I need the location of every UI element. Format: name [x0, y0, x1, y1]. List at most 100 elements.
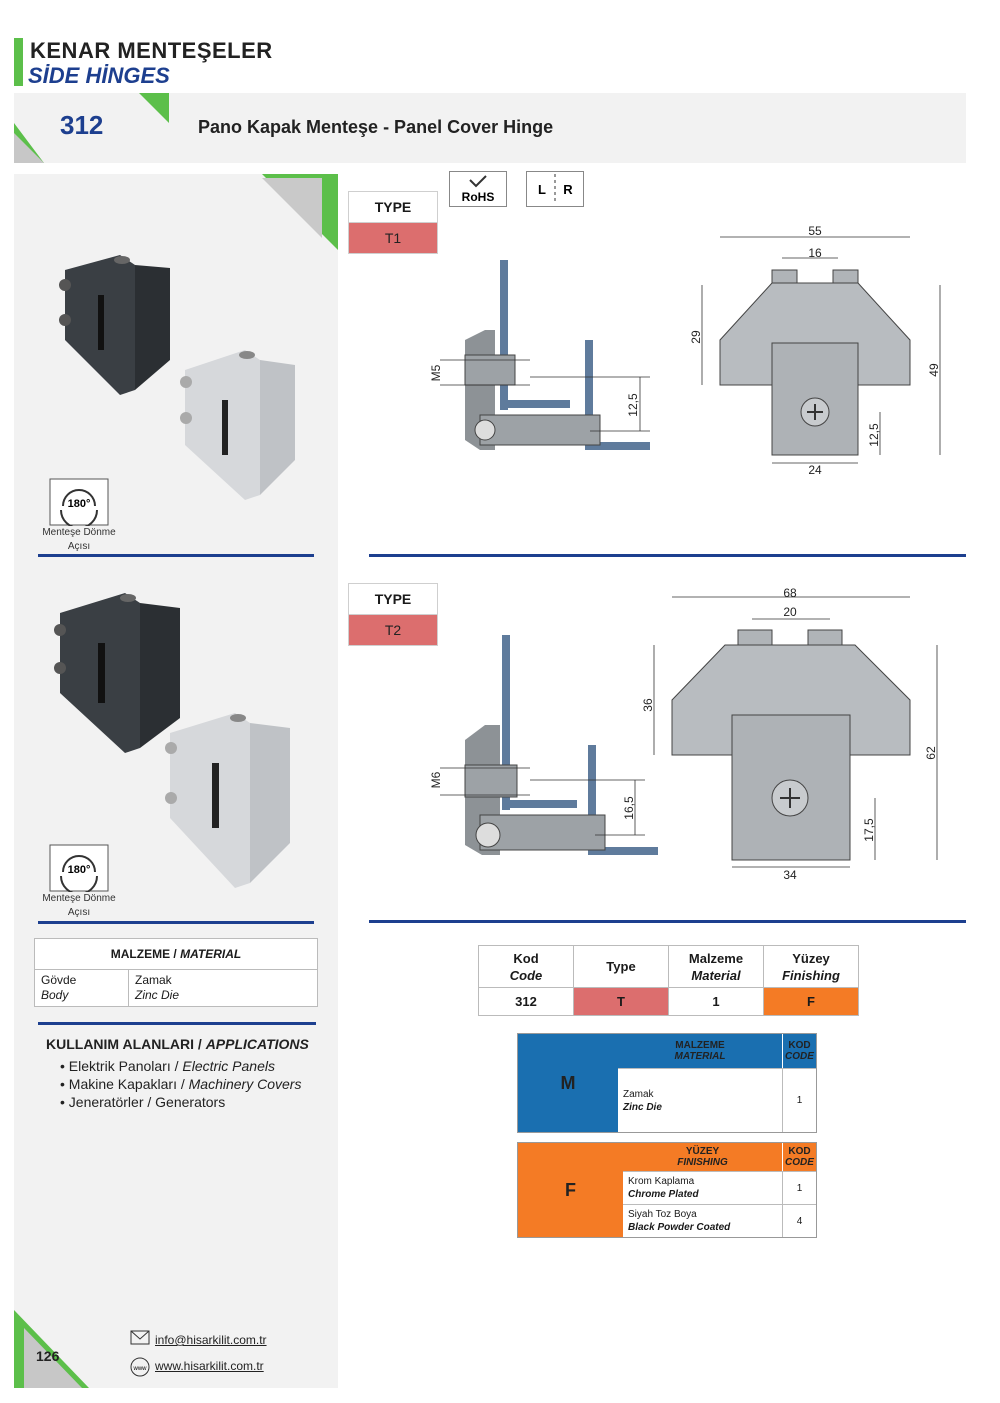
svg-text:55: 55: [808, 225, 822, 238]
svg-text:RoHS: RoHS: [462, 190, 495, 204]
material-code-letter: M: [518, 1034, 618, 1132]
rotation-caption-line1: Menteşe Dönme: [42, 893, 116, 904]
material-code-value: 1: [668, 987, 764, 1016]
applications-list: • Elektrik Panoları / Electric Panels • …: [60, 1057, 301, 1111]
web-icon: www: [130, 1357, 150, 1377]
hinge-image-t1: [59, 255, 295, 500]
type-code-value: T: [573, 987, 669, 1016]
code-value: 312: [478, 987, 574, 1016]
rotation-caption-1: Menteşe Dönme Açısı: [34, 526, 124, 554]
svg-text:L: L: [538, 182, 546, 197]
type-value: T2: [349, 615, 437, 645]
divider-right-1: [369, 554, 966, 557]
svg-text:www: www: [133, 1366, 148, 1372]
product-code: 312: [60, 110, 104, 140]
applications-title-sep: /: [194, 1036, 206, 1052]
finishing-code-value: F: [763, 987, 859, 1016]
material-row-label: Gövde Body: [35, 970, 129, 1006]
application-item: • Makine Kapakları / Machinery Covers: [60, 1076, 302, 1092]
material-value-en: Zinc Die: [135, 988, 180, 1002]
hinge-image-t2: [54, 593, 290, 888]
material-title-sep: /: [170, 947, 181, 961]
svg-text:36: 36: [641, 698, 655, 712]
side-drawing-t2: M6 16,5: [429, 635, 658, 855]
material-table-header: MALZEME / MATERIAL: [35, 939, 317, 970]
divider-left-1: [38, 554, 314, 557]
applications-title-tr: KULLANIM ALANLARI: [46, 1036, 195, 1052]
footer-corner-decoration: [14, 1310, 89, 1388]
divider-left-2: [38, 921, 314, 924]
material-value-tr: Zamak: [135, 973, 172, 987]
material-row-value: Zamak Zinc Die: [129, 970, 317, 1006]
side-drawing-t1: M5 12,5: [429, 260, 650, 450]
section-title-tr: KENAR MENTEŞELER: [30, 38, 273, 63]
type-value: T1: [349, 223, 437, 253]
left-right-badge: L R: [526, 171, 584, 207]
header-corner-decoration: [14, 93, 169, 163]
applications-title-en: APPLICATIONS: [205, 1036, 309, 1052]
svg-text:M5: M5: [429, 364, 443, 381]
svg-text:62: 62: [924, 746, 938, 760]
type-header: Type: [573, 945, 669, 988]
rotation-caption-line1: Menteşe Dönme: [42, 527, 116, 538]
divider-left-3: [38, 1022, 316, 1025]
front-drawing-t1: 55 16 29 49 12,5 24: [690, 225, 941, 477]
svg-text:34: 34: [783, 868, 797, 882]
hinge-black: [59, 255, 170, 395]
svg-text:24: 24: [808, 463, 822, 477]
svg-text:17,5: 17,5: [862, 818, 876, 842]
section-title-en: SİDE HİNGES: [28, 63, 170, 88]
svg-text:16,5: 16,5: [622, 796, 636, 820]
material-title-en: MATERIAL: [180, 947, 242, 961]
svg-text:68: 68: [783, 586, 797, 600]
type-header: TYPE: [349, 192, 437, 223]
product-title: Pano Kapak Menteşe - Panel Cover Hinge: [198, 117, 554, 137]
panel-corner-decoration: [262, 174, 338, 250]
web-link[interactable]: www.hisarkilit.com.tr: [155, 1359, 264, 1373]
type-header: TYPE: [349, 584, 437, 615]
applications-title: KULLANIM ALANLARI / APPLICATIONS: [46, 1036, 309, 1052]
material-row: Gövde Body Zamak Zinc Die: [35, 970, 317, 1006]
material-table: MALZEME / MATERIAL Gövde Body Zamak Zinc…: [34, 938, 318, 1007]
svg-text:12,5: 12,5: [626, 393, 640, 417]
rotation-icon-1: 180°: [49, 478, 109, 526]
svg-text:16: 16: [808, 246, 822, 260]
application-item: • Elektrik Panoları / Electric Panels: [60, 1058, 275, 1074]
material-title-tr: MALZEME: [110, 947, 171, 961]
header-accent-bar: [14, 38, 23, 86]
left-right-icon: L R: [538, 174, 573, 204]
rotation-icon-2: 180°: [49, 844, 109, 892]
svg-text:49: 49: [927, 363, 941, 377]
finishing-code-letter: F: [518, 1143, 623, 1237]
email-icon: [130, 1330, 150, 1345]
svg-text:R: R: [563, 182, 573, 197]
svg-text:20: 20: [783, 605, 797, 619]
front-drawing-t2: 68 20 36 62 17,5 34: [641, 586, 938, 882]
rohs-badge: RoHS: [449, 171, 507, 207]
type-box-t1: TYPE T1: [348, 191, 438, 254]
svg-text:180°: 180°: [68, 864, 91, 876]
svg-text:12,5: 12,5: [867, 423, 881, 447]
rohs-icon: RoHS: [462, 175, 495, 204]
page-number: 126: [36, 1348, 60, 1364]
product-header-band: [14, 93, 966, 163]
hinge-grey-t2: [165, 713, 290, 888]
svg-text:M6: M6: [429, 771, 443, 788]
order-code-value-row: 312 T 1 F: [478, 987, 859, 1016]
email-link[interactable]: info@hisarkilit.com.tr: [155, 1333, 267, 1347]
divider-right-2: [369, 920, 966, 923]
material-label-en: Body: [41, 988, 69, 1002]
